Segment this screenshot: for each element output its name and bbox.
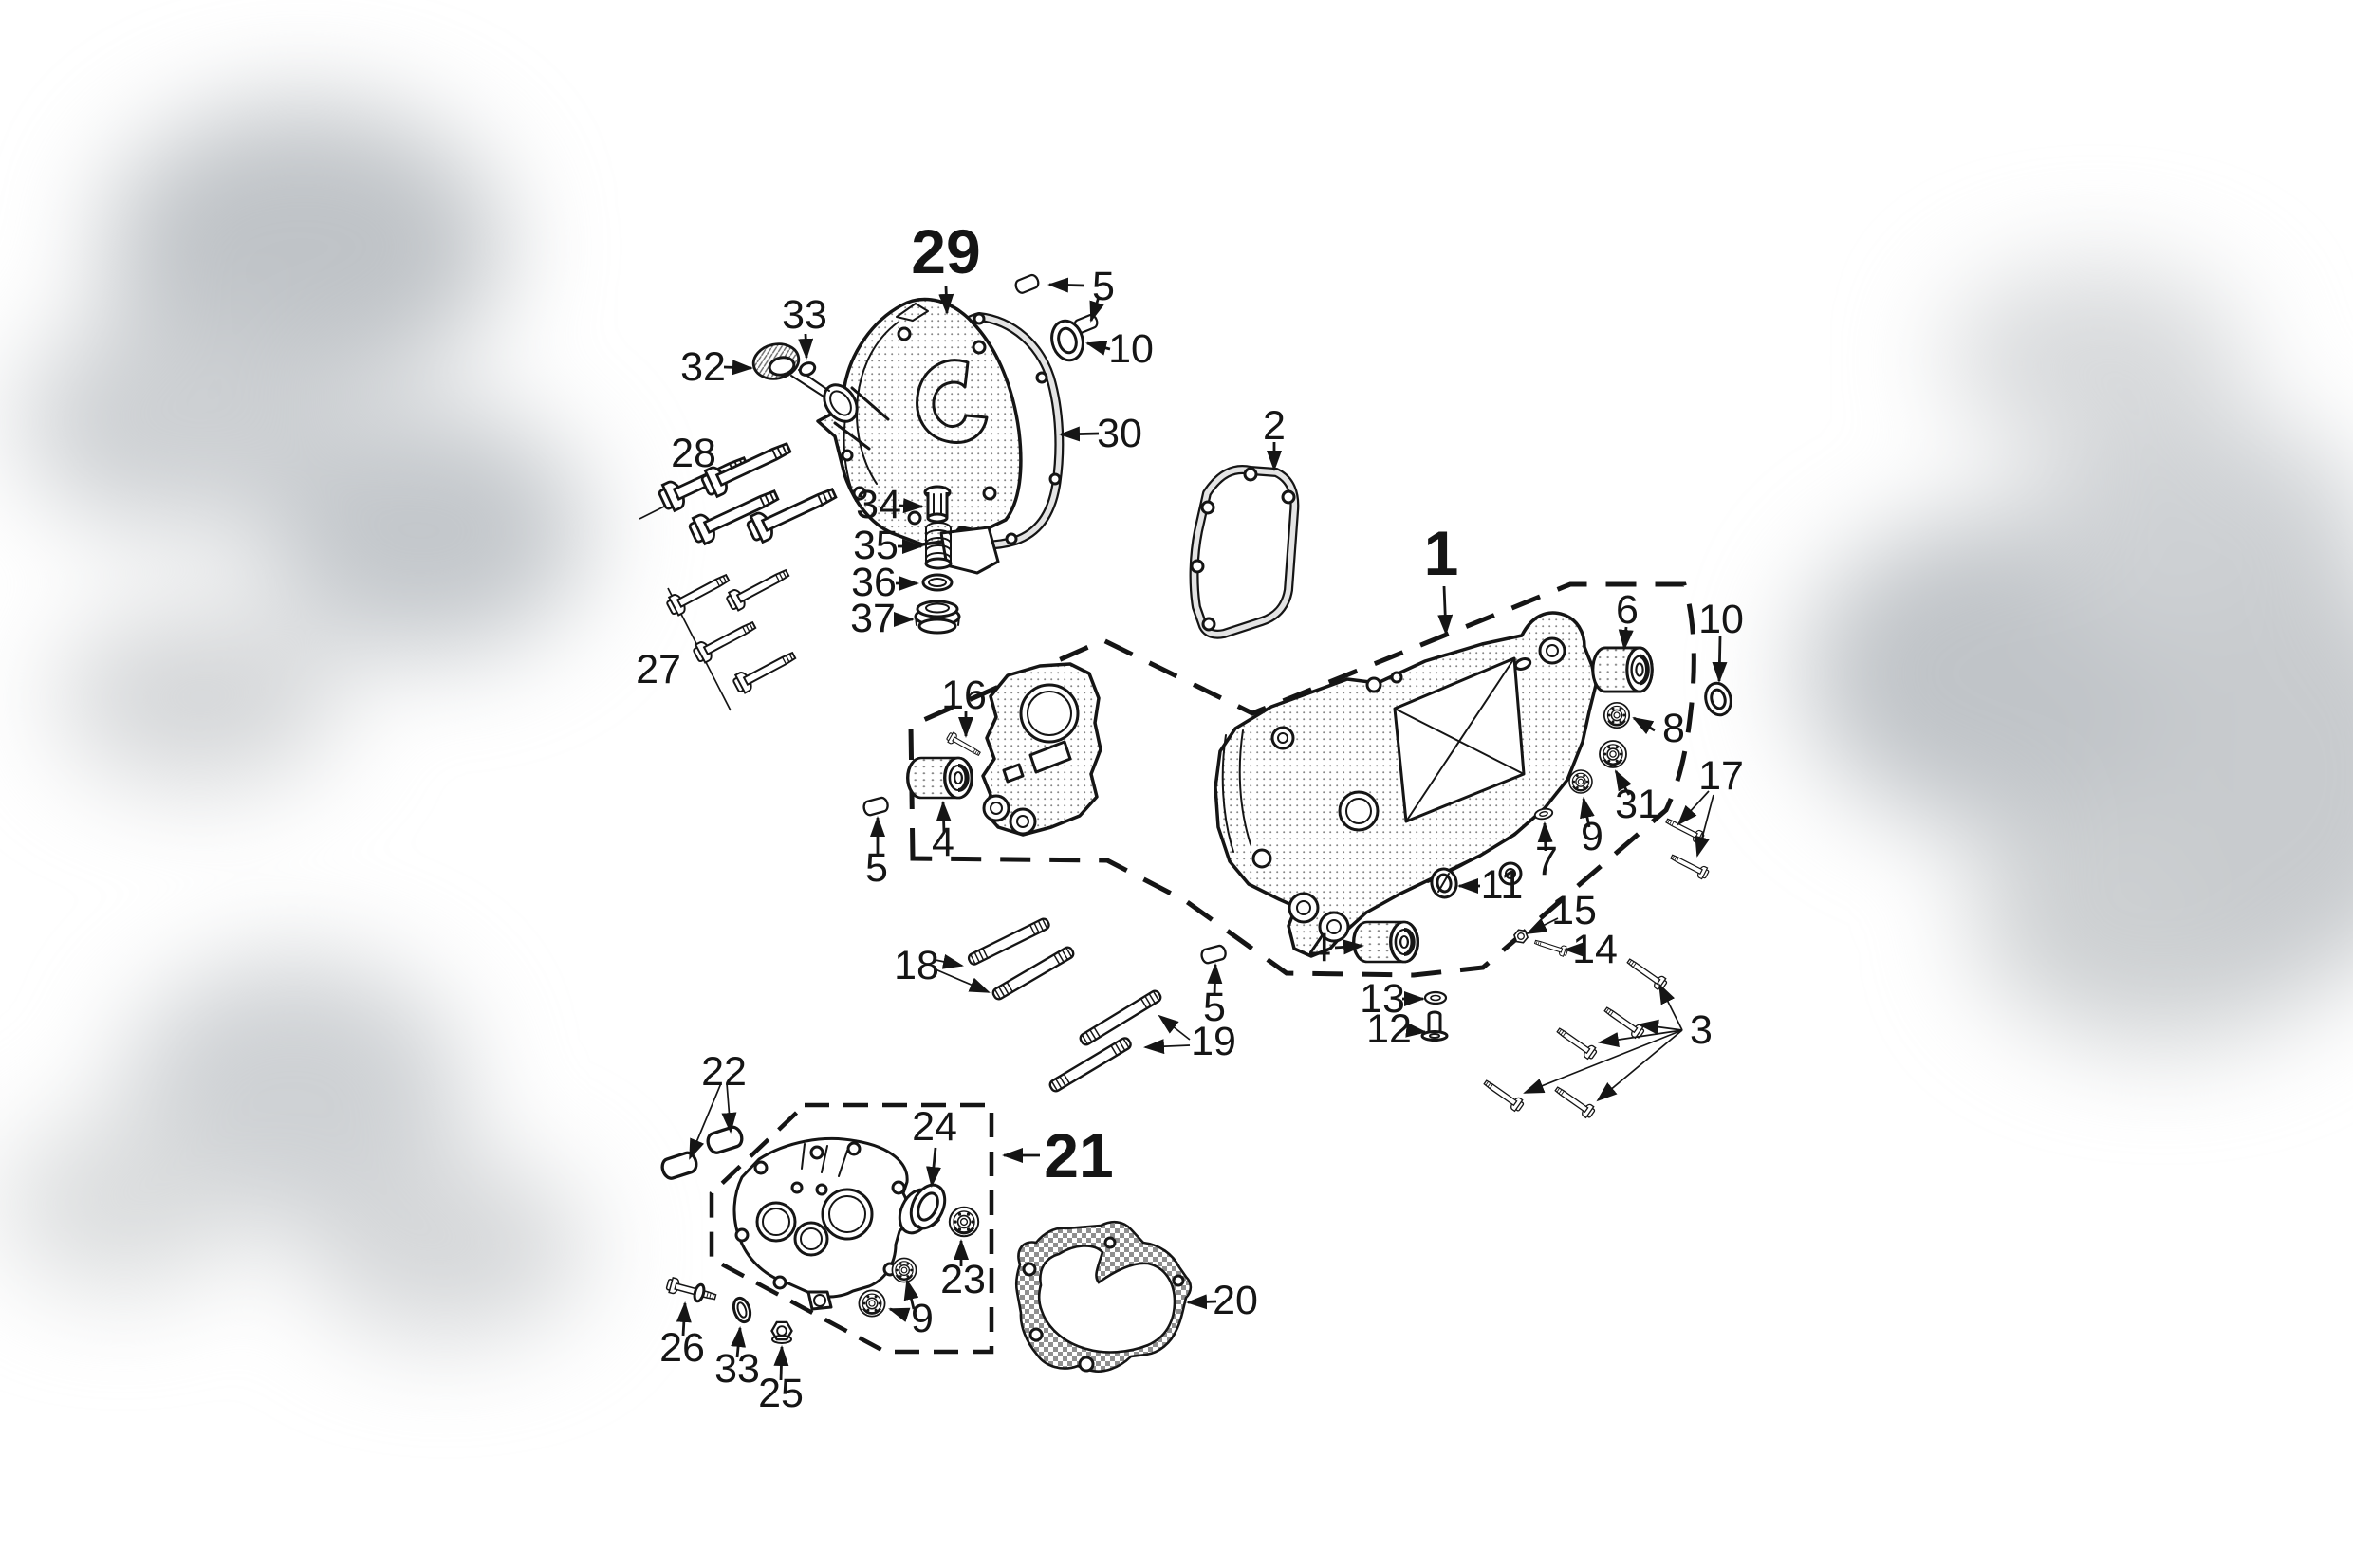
timing-cover-29	[816, 297, 1023, 575]
part-label-12-32: 12	[1366, 1006, 1412, 1052]
part-label-20-38: 20	[1213, 1278, 1258, 1323]
part-label-11-25: 11	[1481, 862, 1524, 908]
part-label-23-37: 23	[940, 1257, 986, 1302]
part-label-34-10: 34	[856, 482, 901, 527]
dowel-pin-5-mid	[1198, 943, 1229, 966]
pump-bolt-16	[945, 730, 983, 760]
part-label-5-30: 5	[1203, 985, 1226, 1030]
part-label-7-23: 7	[1535, 839, 1558, 884]
oil-dipstick-cap-32	[751, 342, 830, 397]
oil-seal-10-right	[1704, 681, 1732, 717]
part-label-33-5: 33	[782, 292, 827, 338]
part-label-14-28: 14	[1572, 927, 1618, 972]
part-label-25-42: 25	[758, 1371, 804, 1416]
dipstick-oring-33	[798, 361, 817, 377]
part-label-19-34: 19	[1191, 1019, 1236, 1064]
part-label-4-27: 4	[1308, 925, 1331, 970]
drain-bolt-26	[664, 1276, 718, 1305]
part-label-32-6: 32	[680, 344, 726, 390]
part-label-28-8: 28	[671, 431, 716, 476]
part-label-5-3: 5	[1092, 264, 1115, 309]
bearing-9-right	[1567, 768, 1594, 795]
gearbox-cover-group-outline	[709, 1102, 994, 1355]
part-label-18-29: 18	[894, 943, 939, 988]
bolts-17	[1663, 814, 1711, 881]
gearbox-cover	[732, 1137, 910, 1311]
part-label-29-0: 29	[911, 216, 980, 286]
oil-seal-11	[1430, 867, 1458, 899]
cap-37	[914, 600, 961, 635]
oil-filler-neck	[823, 383, 890, 451]
part-label-35-11: 35	[853, 523, 899, 568]
part-label-31-20: 31	[1615, 782, 1660, 827]
gearbox-cover-gasket-20	[1014, 1220, 1193, 1373]
bolts-3	[1480, 954, 1670, 1120]
bearing-31	[1598, 739, 1628, 769]
part-label-4-21: 4	[932, 820, 954, 865]
damper-bushing-4-left	[908, 758, 973, 798]
part-label-8-18: 8	[1662, 706, 1685, 751]
nut-25	[770, 1320, 793, 1344]
part-label-10-4: 10	[1108, 326, 1154, 372]
washer-13	[1423, 990, 1448, 1005]
bearing-8	[1603, 701, 1631, 729]
part-label-37-13: 37	[850, 596, 896, 641]
part-label-33-41: 33	[714, 1346, 760, 1392]
crankcase-half-1	[1214, 611, 1598, 958]
part-label-3-33: 3	[1690, 1007, 1713, 1053]
damper-bushing-4-right	[1354, 922, 1418, 962]
bearing-23	[948, 1206, 980, 1238]
cover-bolts-28	[639, 434, 842, 548]
part-label-2-9: 2	[1263, 403, 1286, 449]
oil-jet-12	[1420, 1010, 1449, 1042]
part-label-5-24: 5	[865, 845, 888, 891]
part-label-26-40: 26	[659, 1325, 705, 1371]
part-label-24-36: 24	[912, 1104, 957, 1150]
bearing-9-lower	[858, 1289, 886, 1318]
o-ring-33-bottom	[732, 1296, 752, 1324]
part-label-17-19: 17	[1698, 753, 1744, 799]
dowel-pin-5-top	[1012, 272, 1042, 296]
part-label-6-16: 6	[1616, 587, 1639, 633]
crankcase-group-outline	[908, 581, 1696, 978]
studs-18	[966, 915, 1077, 1003]
o-ring-36	[921, 573, 954, 592]
spring-35	[924, 522, 953, 570]
bearing-6	[1593, 648, 1652, 692]
part-label-27-14: 27	[636, 647, 681, 692]
bearing-9-upper	[891, 1257, 917, 1283]
part-label-9-22: 9	[1581, 814, 1603, 859]
part-label-15-26: 15	[1551, 888, 1597, 933]
bolt-14	[1532, 936, 1569, 958]
cover-bolts-27	[663, 563, 800, 711]
part-label-16-15: 16	[941, 673, 987, 718]
leader-arrows	[676, 277, 1728, 1381]
oil-pump-carrier	[981, 662, 1102, 837]
part-label-9-39: 9	[911, 1296, 934, 1341]
part-label-36-12: 36	[851, 560, 897, 605]
crankcase-cover-gasket-2	[1189, 465, 1300, 639]
part-label-13-31: 13	[1360, 976, 1405, 1022]
part-label-22-35: 22	[701, 1049, 747, 1095]
dowel-pin-5-left	[861, 795, 891, 818]
part-label-1-1: 1	[1424, 518, 1459, 588]
part-label-30-7: 30	[1097, 411, 1142, 456]
part-label-10-17: 10	[1698, 597, 1744, 642]
oil-seal-10-top	[1050, 319, 1084, 362]
oil-check-plug-34	[923, 485, 952, 524]
part-label-21-2: 21	[1044, 1120, 1113, 1190]
timing-cover-assembly-29	[639, 272, 1101, 711]
studs-19	[1047, 987, 1164, 1095]
